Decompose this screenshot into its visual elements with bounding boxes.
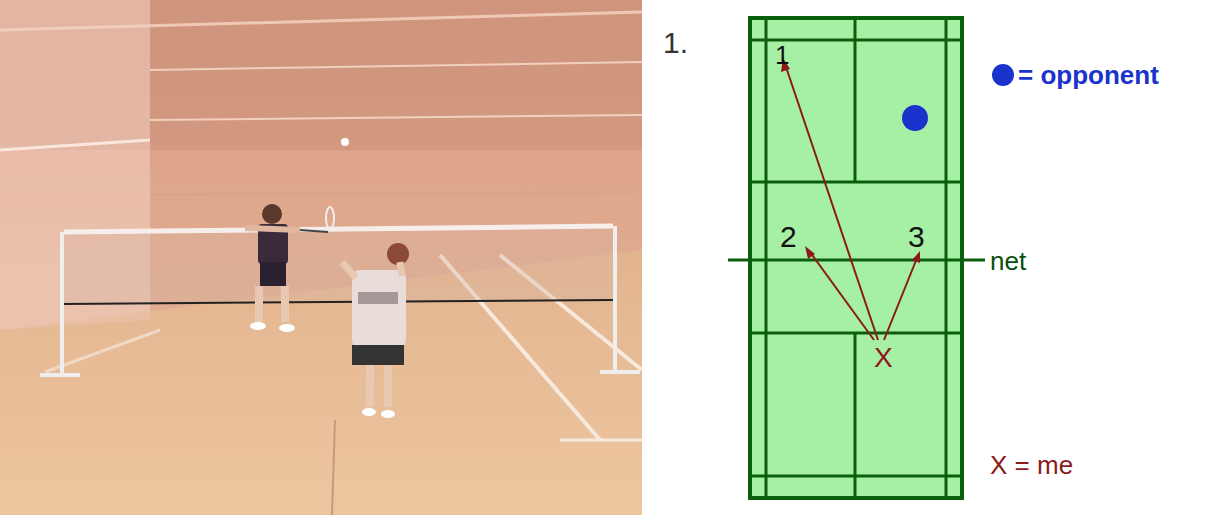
- badminton-photo: [0, 0, 642, 515]
- legend-swatch: [992, 64, 1014, 86]
- net-label: net: [990, 248, 1026, 274]
- shot-number: 1: [775, 42, 789, 68]
- legend-text: = opponent: [1018, 62, 1159, 88]
- shot-number: 2: [780, 222, 797, 252]
- badminton-court: [728, 18, 985, 498]
- shot-arrows: [781, 58, 920, 340]
- player-marker: X: [874, 344, 893, 372]
- shot-number: 3: [908, 222, 925, 252]
- figure-number: 1.: [663, 28, 688, 58]
- legend-text: X = me: [990, 452, 1073, 478]
